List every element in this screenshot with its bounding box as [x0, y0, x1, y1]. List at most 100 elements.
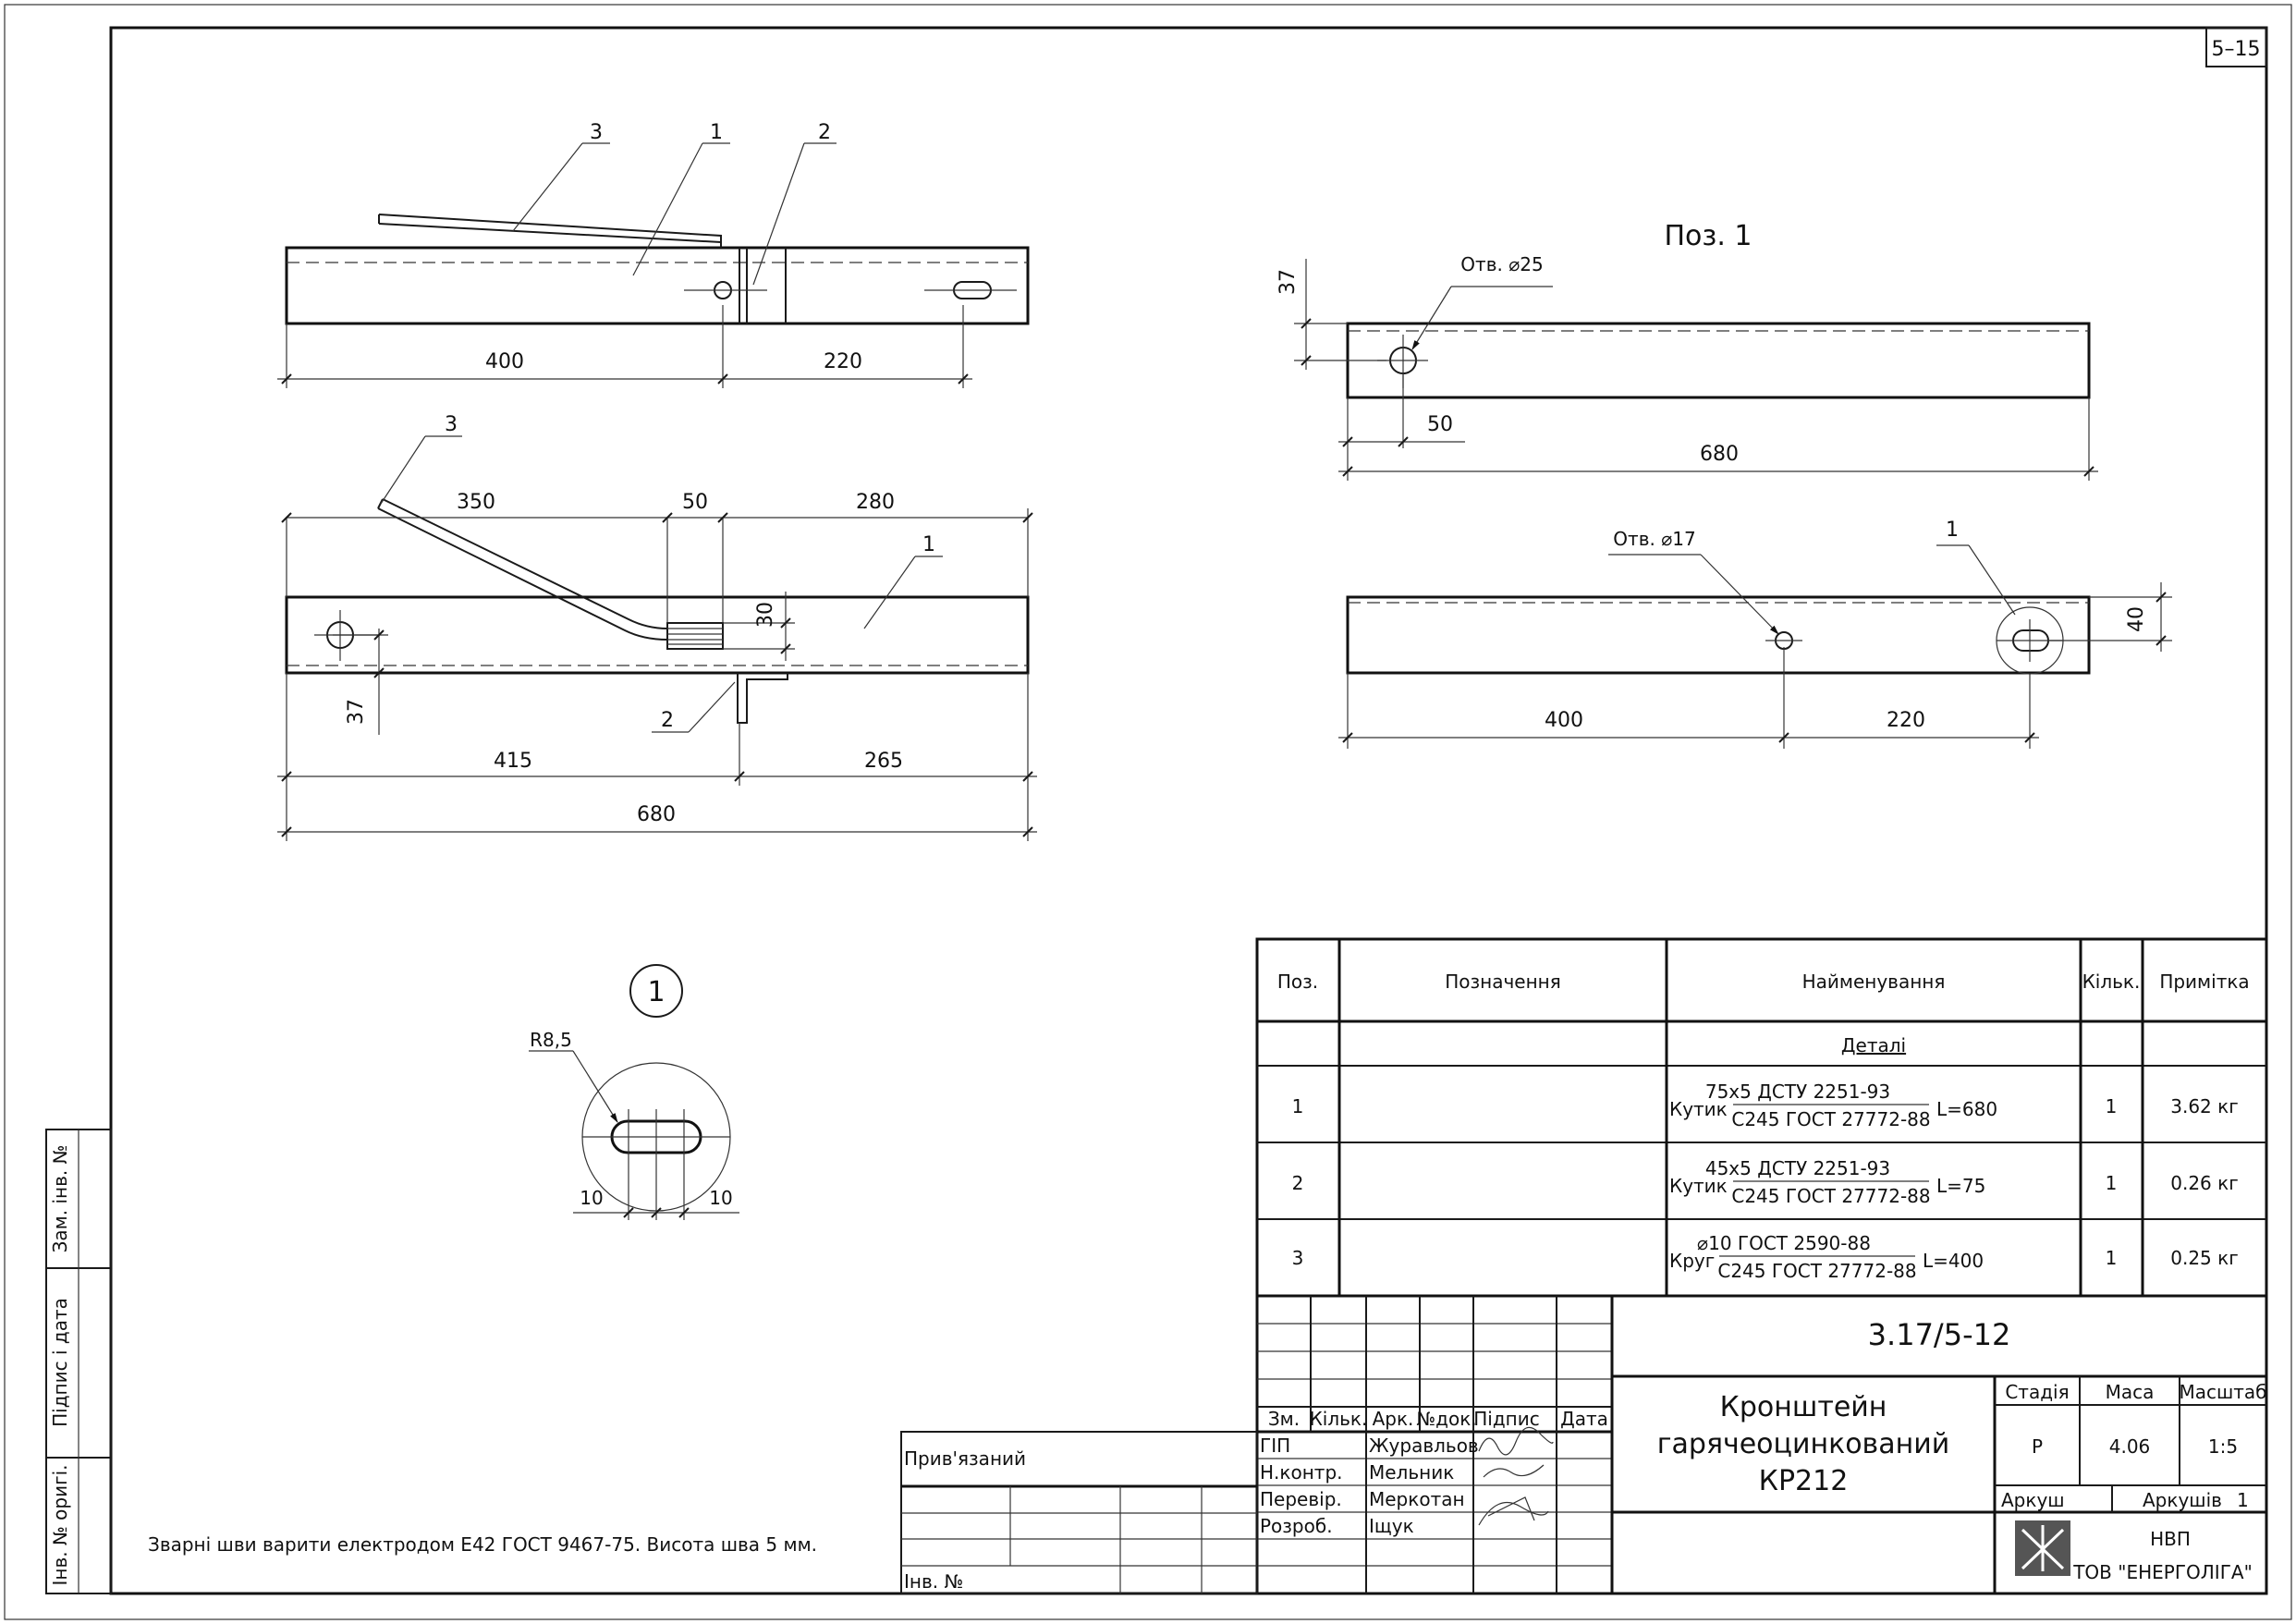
front-dim-350: 350 [457, 491, 495, 514]
svg-text:Зм.: Зм. [1268, 1408, 1300, 1430]
table-row: 3 Круг ⌀10 ГОСТ 2590-88 С245 ГОСТ 27772-… [1292, 1232, 2239, 1282]
pos1-dim-400: 400 [1545, 709, 1583, 732]
stamp-orig-inv: Інв. № оригі. [49, 1465, 71, 1586]
svg-text:№док.: №док. [1416, 1408, 1476, 1430]
svg-text:0.25 кг: 0.25 кг [2170, 1247, 2238, 1269]
binding-label: Прив'язаний [904, 1447, 1026, 1470]
top-callout-1: 1 [710, 121, 723, 144]
svg-text:3: 3 [1292, 1247, 1304, 1269]
spec-header-qty: Кільк. [2082, 971, 2141, 993]
sheet-number-box [2205, 27, 2267, 67]
table-row: 1 Кутик 75х5 ДСТУ 2251-93 С245 ГОСТ 2777… [1292, 1081, 2239, 1130]
spec-header-designation: Позначення [1445, 971, 1561, 993]
front-dim-37: 37 [345, 699, 368, 725]
stamp-sign-date: Підпис і дата [49, 1298, 71, 1427]
detail-radius: R8,5 [530, 1029, 572, 1051]
pos1-dim-50: 50 [1427, 413, 1453, 436]
spec-section: Деталі [1841, 1034, 1906, 1056]
svg-text:Масштаб: Масштаб [2179, 1381, 2266, 1403]
svg-text:Стадія: Стадія [2005, 1381, 2069, 1403]
svg-text:Мельник: Мельник [1369, 1461, 1454, 1484]
side-stamp: Зам. інв. № Підпис і дата Інв. № оригі. [45, 1129, 112, 1594]
org-line-2: ТОВ "ЕНЕРГОЛІГА" [2072, 1561, 2253, 1583]
title-block: Зм. Кільк. Арк. №док. Підпис Дата ГІП Н.… [1255, 1294, 2268, 1595]
svg-text:1: 1 [2106, 1247, 2118, 1269]
title-line-2: гарячеоцинкований [1657, 1428, 1949, 1460]
top-dim-400: 400 [485, 350, 524, 373]
mass-value: 4.06 [2109, 1435, 2151, 1458]
detail-marker: 1 [647, 976, 665, 1008]
svg-text:75х5 ДСТУ 2251-93: 75х5 ДСТУ 2251-93 [1705, 1081, 1890, 1103]
svg-text:Кільк.: Кільк. [1310, 1408, 1368, 1430]
spec-table: Поз. Позначення Найменування Кільк. Прим… [1255, 937, 2268, 1298]
svg-text:Дата: Дата [1560, 1408, 1608, 1430]
svg-text:Н.контр.: Н.контр. [1260, 1461, 1343, 1484]
title-line-1: Кронштейн [1720, 1391, 1887, 1423]
org-line-1: НВП [2150, 1528, 2191, 1550]
svg-text:Маса: Маса [2106, 1381, 2155, 1403]
svg-text:Перевір.: Перевір. [1260, 1488, 1342, 1510]
pos1-dim-40: 40 [2125, 606, 2148, 632]
svg-text:L=75: L=75 [1936, 1175, 1985, 1197]
stage-value: Р [2032, 1435, 2043, 1458]
svg-text:L=680: L=680 [1936, 1098, 1997, 1120]
front-callout-3: 3 [445, 413, 458, 436]
svg-text:Меркотан: Меркотан [1369, 1488, 1465, 1510]
svg-text:45х5 ДСТУ 2251-93: 45х5 ДСТУ 2251-93 [1705, 1157, 1890, 1179]
svg-text:Кутик: Кутик [1669, 1098, 1728, 1120]
front-dim-265: 265 [864, 750, 903, 773]
svg-text:Арк.: Арк. [1373, 1408, 1414, 1430]
svg-text:1: 1 [1292, 1095, 1304, 1117]
sheet-number: 5–15 [2212, 38, 2261, 61]
spec-header-note: Примітка [2159, 971, 2249, 993]
detail-1: 1 R8,5 10 10 [529, 964, 739, 1220]
front-dim-30: 30 [754, 602, 777, 628]
svg-text:1: 1 [2106, 1172, 2118, 1194]
binding-inv-label: Інв. № [904, 1570, 963, 1593]
front-dim-50: 50 [682, 491, 708, 514]
front-view: 350 50 280 30 37 415 265 680 3 1 [277, 413, 1037, 841]
scale-value: 1:5 [2208, 1435, 2238, 1458]
hole-25-label: Отв. ⌀25 [1460, 253, 1543, 275]
top-dim-220: 220 [824, 350, 862, 373]
svg-text:1: 1 [2237, 1489, 2249, 1511]
table-row: 2 Кутик 45х5 ДСТУ 2251-93 С245 ГОСТ 2777… [1292, 1157, 2239, 1207]
svg-text:Круг: Круг [1669, 1250, 1715, 1272]
spec-header-pos: Поз. [1277, 971, 1318, 993]
pos1-callout-1: 1 [1946, 519, 1959, 542]
svg-text:Журавльов: Журавльов [1369, 1435, 1479, 1457]
top-callout-3: 3 [590, 121, 603, 144]
svg-text:С245 ГОСТ 27772-88: С245 ГОСТ 27772-88 [1731, 1108, 1930, 1130]
front-callout-2: 2 [661, 709, 674, 732]
signatures [1478, 1426, 1554, 1526]
svg-text:С245 ГОСТ 27772-88: С245 ГОСТ 27772-88 [1731, 1185, 1930, 1207]
svg-text:L=400: L=400 [1923, 1250, 1984, 1272]
svg-text:1: 1 [2106, 1095, 2118, 1117]
pos1-upper-view: Отв. ⌀25 37 50 680 [1276, 253, 2098, 481]
top-callout-2: 2 [818, 121, 831, 144]
pos1-lower-view: Отв. ⌀17 1 40 400 220 [1338, 519, 2172, 749]
doc-code: 3.17/5-12 [1868, 1317, 2011, 1352]
pos1-dim-37: 37 [1276, 269, 1300, 295]
spec-header-name: Найменування [1802, 971, 1946, 993]
svg-text:Кутик: Кутик [1669, 1175, 1728, 1197]
svg-text:3.62 кг: 3.62 кг [2170, 1095, 2238, 1117]
svg-text:Розроб.: Розроб. [1260, 1515, 1333, 1537]
hole-17-label: Отв. ⌀17 [1613, 528, 1695, 550]
outer-frame [4, 4, 2292, 1620]
pos1-dim-220: 220 [1887, 709, 1925, 732]
front-dim-415: 415 [494, 750, 532, 773]
svg-text:Аркушів: Аркушів [2143, 1489, 2222, 1511]
pos1-dim-680: 680 [1700, 443, 1739, 466]
detail-dim-right: 10 [709, 1187, 732, 1209]
svg-text:ГІП: ГІП [1260, 1435, 1290, 1457]
stamp-replace-inv: Зам. інв. № [49, 1145, 71, 1253]
front-dim-280: 280 [856, 491, 895, 514]
svg-text:Підпис: Підпис [1473, 1408, 1540, 1430]
pos1-title: Поз. 1 [1664, 220, 1752, 252]
svg-text:Іщук: Іщук [1369, 1515, 1414, 1537]
detail-dim-left: 10 [580, 1187, 603, 1209]
front-callout-1: 1 [922, 533, 935, 556]
binding-block: Прив'язаний Інв. № [900, 1431, 1258, 1594]
